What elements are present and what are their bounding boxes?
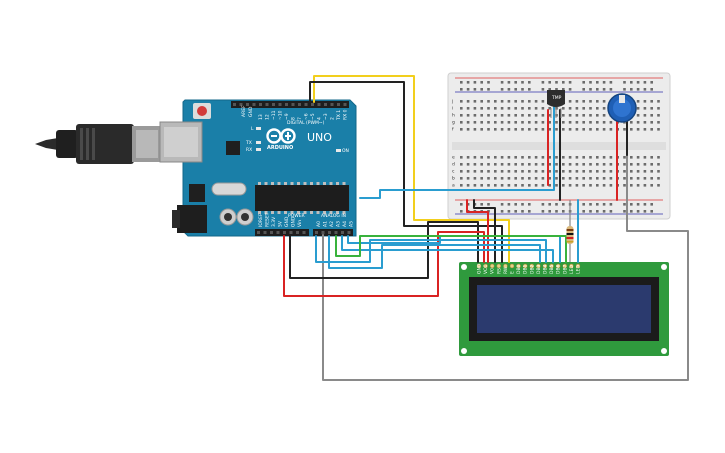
power-pin-label-1: RESET — [265, 212, 271, 227]
power-pin-label-2: 3.3V — [271, 216, 277, 227]
usb-cable[interactable] — [35, 124, 162, 164]
power-pin-label-3: 5V — [278, 220, 284, 227]
analog-pin-label-0: A0 — [316, 221, 322, 227]
power-pin-label-5: GND — [291, 216, 297, 227]
temperature-sensor[interactable]: TMP — [547, 90, 565, 118]
breadboard-row-letter-e: e — [452, 156, 455, 161]
digital-pin-label-2: ~11 — [271, 110, 277, 120]
lcd-pin-label-4: RW — [503, 266, 509, 274]
breadboard-row-letter-f: f — [452, 127, 454, 133]
sensor-label: TMP — [551, 95, 562, 101]
wire-green[interactable] — [335, 235, 567, 263]
analog-header-label: ANALOG IN — [321, 213, 346, 219]
wire-blue-4[interactable] — [347, 235, 561, 263]
analog-header — [313, 229, 353, 236]
atmega-chip — [255, 185, 349, 211]
breadboard-row-letter-i: i — [452, 106, 453, 112]
lcd-pin-label-1: VCC — [483, 265, 489, 274]
breadboard-row-letter-c: c — [452, 170, 455, 175]
reset-button-cap[interactable] — [197, 106, 207, 116]
digital-pin-label-1: 12 — [265, 114, 271, 120]
digital-header-label: DIGITAL (PWM~) — [287, 120, 325, 126]
lcd-screen — [477, 285, 651, 333]
digital-pin-label-4: ~9 — [284, 113, 290, 120]
lcd-pin-label-6: DB0 — [516, 264, 522, 274]
digital-pin-label-13: RX 0 — [343, 109, 349, 120]
crystal-oscillator — [211, 182, 247, 196]
wire-black-1[interactable] — [309, 81, 503, 263]
wires — [283, 75, 689, 381]
power-pin-label-4: GND — [284, 216, 290, 227]
power-pin-label-6: Vin — [297, 220, 303, 227]
lcd-pin-label-11: DB5 — [549, 264, 555, 274]
lcd-pin-label-2: V0 — [490, 268, 496, 274]
lcd-pin-label-10: DB4 — [543, 264, 549, 274]
lcd-pin-label-7: DB1 — [523, 264, 529, 274]
brand-label: ARDUINO — [267, 145, 293, 151]
aref-label: AREF — [241, 105, 247, 117]
wire-yellow[interactable] — [313, 75, 510, 263]
lcd-pin-label-9: DB3 — [536, 264, 542, 274]
lcd-pin-label-8: DB2 — [529, 264, 535, 274]
breadboard-row-letter-b: b — [452, 176, 455, 182]
analog-pin-label-5: A5 — [349, 221, 355, 227]
potentiometer[interactable] — [607, 93, 637, 123]
on-led-label: ON — [342, 148, 349, 154]
digital-pin-label-8: ~5 — [310, 113, 316, 120]
analog-pin-label-1: A1 — [323, 221, 329, 227]
arduino-uno-board[interactable]: UNO ARDUINO L TX RX ON DIGITAL (PWM~) 13… — [159, 99, 357, 237]
digital-pin-label-7: ~6 — [304, 113, 310, 120]
potentiometer-knob-indicator — [619, 95, 625, 103]
model-label: UNO — [307, 131, 332, 144]
gnd-label: GND — [248, 106, 254, 117]
digital-pin-label-12: TX 1 — [336, 110, 342, 121]
digital-pin-label-5: 8 — [291, 117, 297, 120]
breadboard-row-letter-j: j — [451, 99, 453, 105]
digital-pin-label-9: 4 — [317, 117, 323, 120]
digital-pin-label-0: 13 — [258, 114, 264, 120]
lcd-pin-label-0: GND — [477, 263, 483, 274]
analog-pin-label-3: A3 — [336, 221, 342, 227]
breadboard-row-letter-d: d — [452, 162, 455, 168]
power-header-label: POWER — [288, 213, 305, 219]
usb-chip — [226, 141, 240, 155]
digital-pin-label-3: ~10 — [278, 110, 284, 120]
power-pin-label-0: IOREF — [258, 213, 264, 227]
digital-pin-label-10: ~3 — [323, 113, 329, 120]
power-header — [255, 229, 309, 236]
l-led-label: L — [251, 126, 254, 132]
analog-pin-label-2: A2 — [329, 221, 335, 227]
arduino-logo — [266, 128, 296, 144]
lcd-pin-label-13: DB7 — [562, 264, 568, 274]
lcd-pin-label-15: LED — [576, 265, 582, 274]
breadboard-row-letter-g: g — [452, 121, 455, 126]
wire-gray[interactable] — [322, 154, 689, 381]
wire-blue-sensor[interactable] — [359, 105, 555, 199]
lcd-pin-label-14: LED — [569, 265, 575, 274]
resistor[interactable] — [566, 200, 574, 262]
digital-header — [231, 101, 349, 108]
lcd-pin-label-3: RS — [496, 268, 502, 274]
analog-pin-label-4: A4 — [342, 221, 348, 227]
lcd-pin-label-12: DB6 — [556, 264, 562, 274]
tx-led-label: TX — [245, 140, 252, 146]
digital-pin-label-11: 2 — [330, 117, 336, 120]
breadboard-row-letter-a: a — [452, 184, 455, 189]
wire-blue-3[interactable] — [341, 235, 554, 263]
digital-pin-label-6: 7 — [297, 117, 303, 120]
lcd-pin-label-5: E — [510, 271, 516, 274]
wire-red-1[interactable] — [283, 231, 485, 297]
rx-led-label: RX — [246, 147, 252, 153]
breadboard-row-letter-h: h — [452, 113, 455, 119]
power-jack — [177, 205, 207, 233]
